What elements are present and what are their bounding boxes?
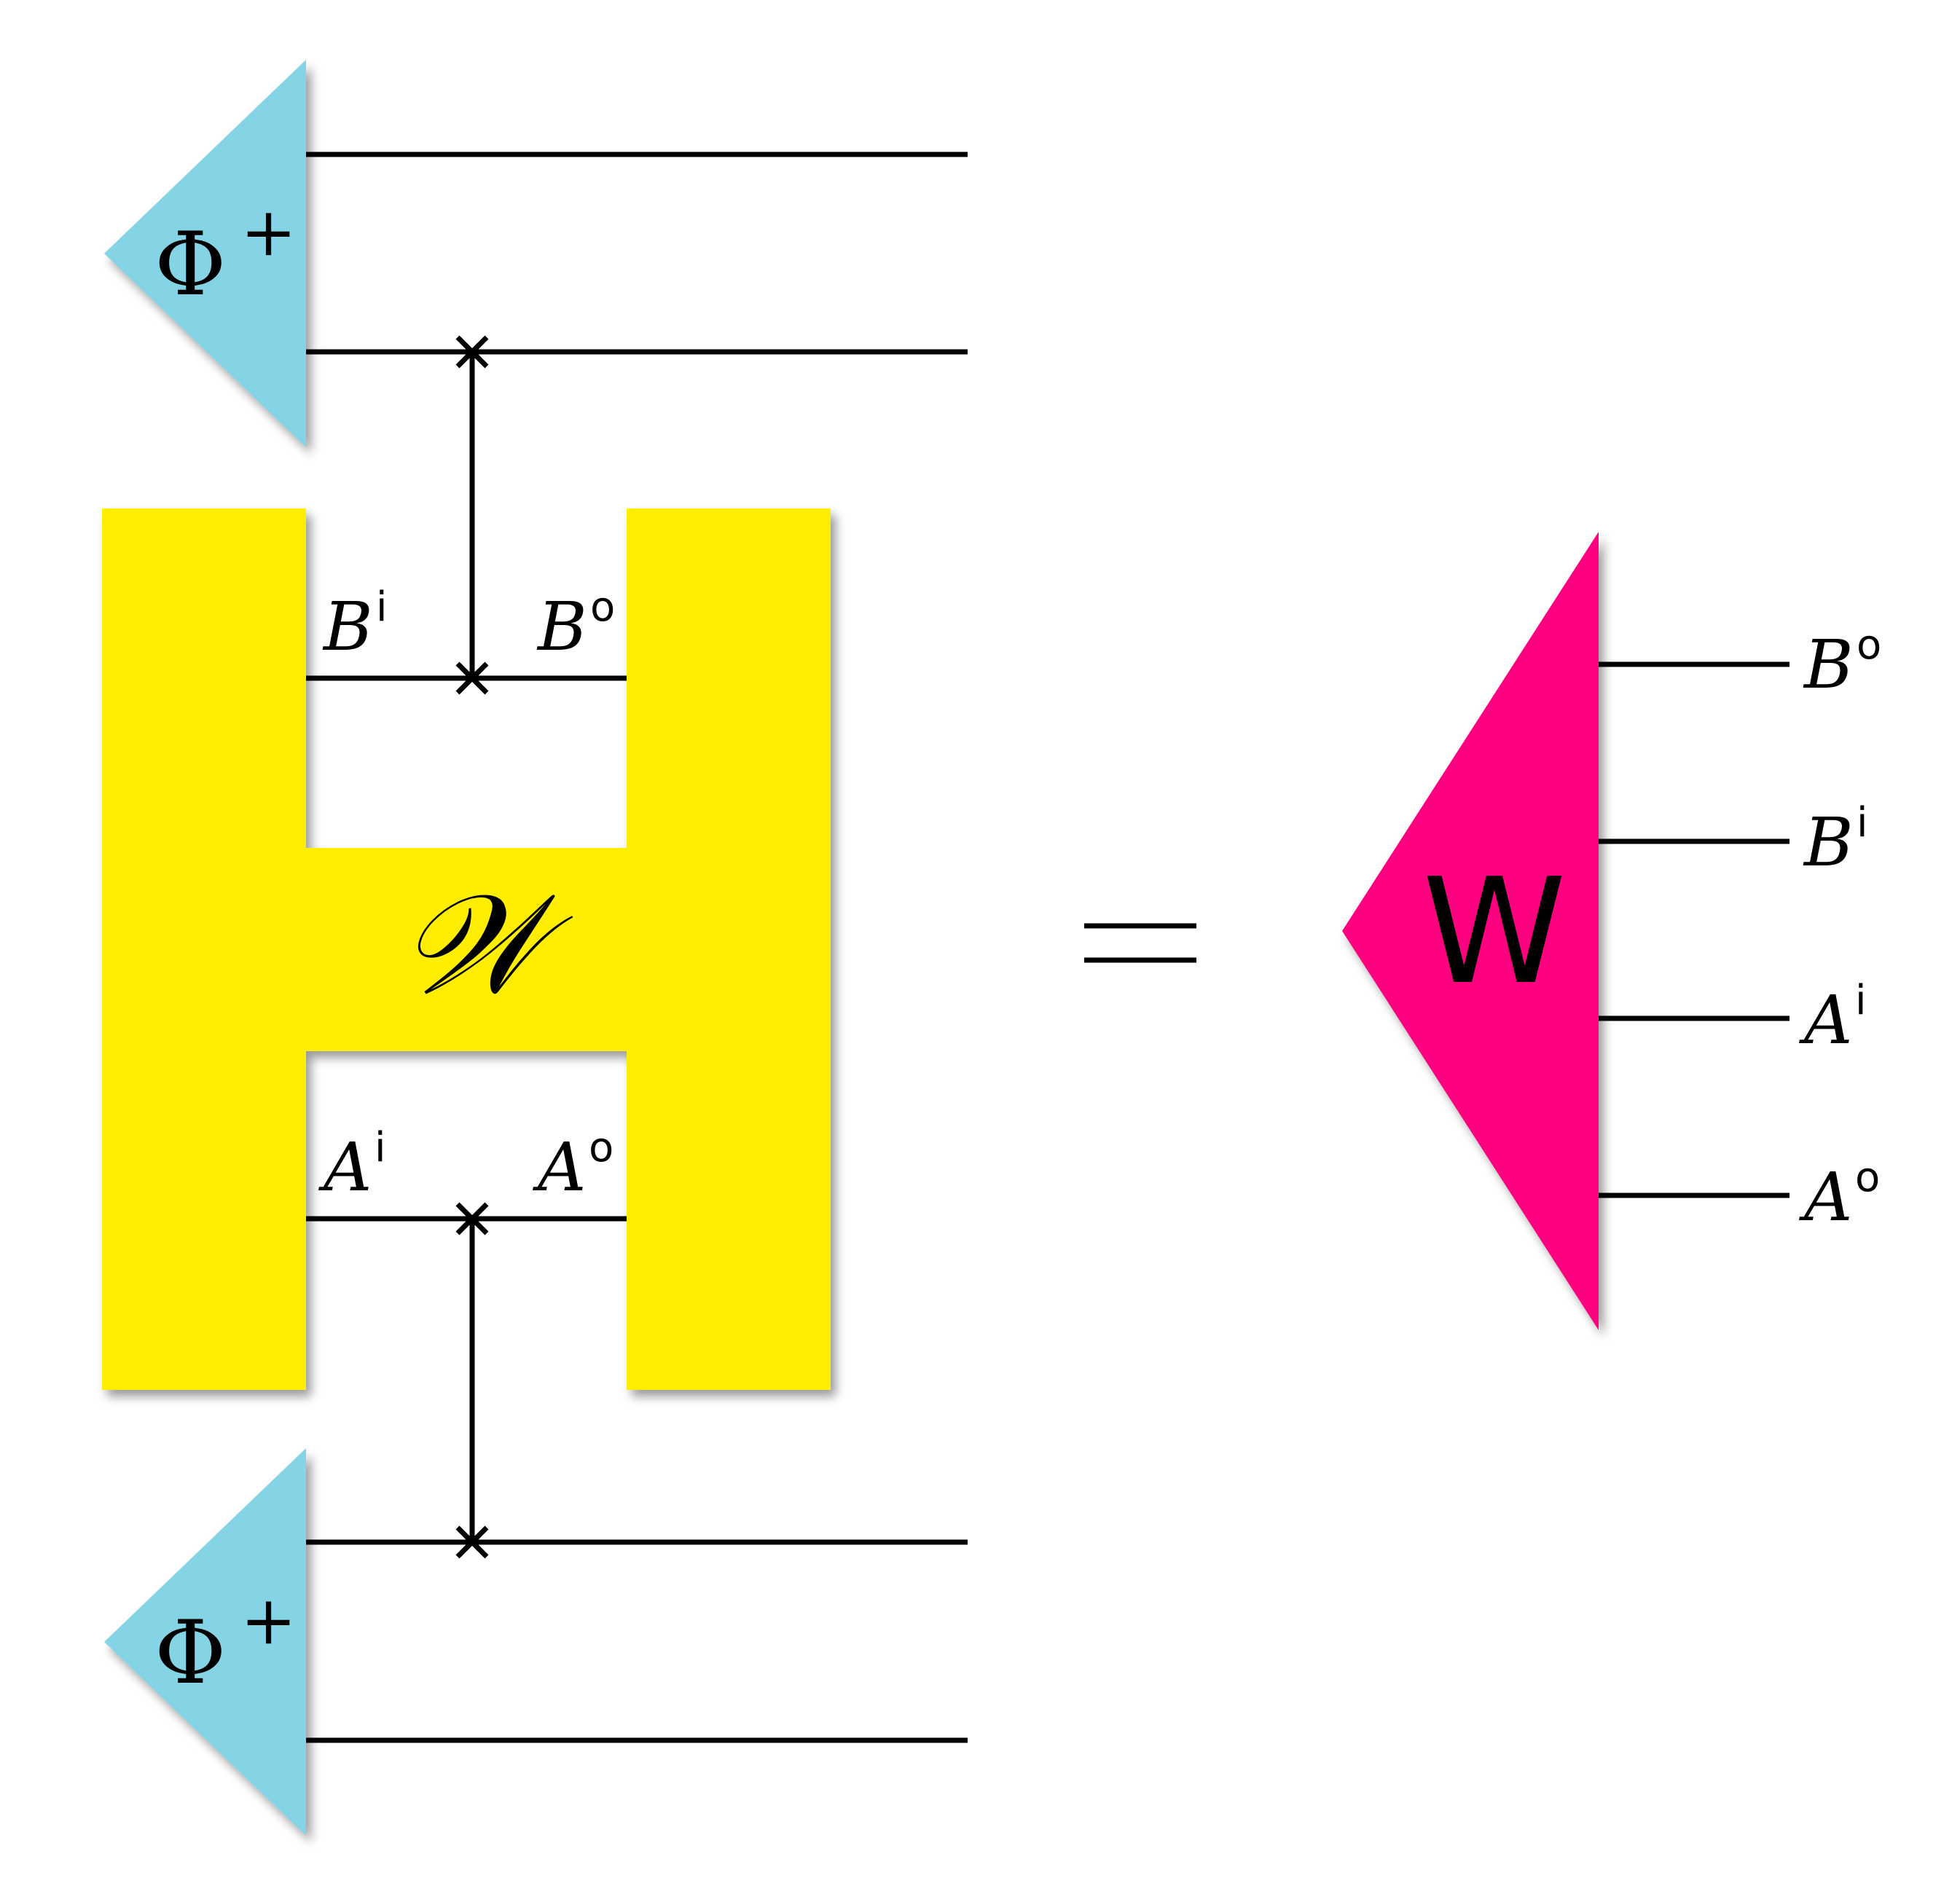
svg-text:i: i: [376, 583, 388, 631]
b-in-label: B i: [322, 583, 388, 666]
bottom-phi-state: Φ +: [104, 1448, 306, 1836]
svg-text:o: o: [589, 1124, 614, 1171]
lower-swap-gate: [455, 1202, 489, 1559]
channel-w-box: [102, 508, 831, 1390]
svg-text:B: B: [536, 588, 587, 666]
top-phi-state: Φ +: [104, 60, 306, 447]
a-in-label: A i: [318, 1124, 386, 1206]
a-out-label: A o: [532, 1124, 614, 1206]
bottom-phi-triangle: [104, 1448, 306, 1836]
bottom-phi-symbol: Φ: [154, 1603, 226, 1704]
result-port-label-1: B o: [1803, 621, 1881, 704]
result-port-label-4: A o: [1798, 1154, 1880, 1236]
channel-w-shape: [102, 508, 831, 1390]
svg-text:B: B: [1803, 626, 1854, 704]
svg-text:i: i: [375, 1124, 386, 1171]
svg-text:B: B: [322, 588, 373, 666]
svg-text:o: o: [590, 583, 615, 631]
svg-text:A: A: [1798, 981, 1852, 1059]
top-phi-symbol: Φ: [154, 214, 226, 315]
result-w-symbol: W: [1422, 847, 1567, 1017]
svg-text:o: o: [1855, 1154, 1880, 1201]
equals-sign: [1084, 923, 1196, 963]
top-phi-superscript: +: [240, 193, 297, 271]
svg-text:i: i: [1855, 977, 1867, 1024]
svg-text:A: A: [1798, 1158, 1852, 1236]
top-phi-triangle: [104, 60, 306, 447]
b-out-label: B o: [536, 583, 615, 666]
svg-text:i: i: [1857, 799, 1868, 846]
result-port-label-3: A i: [1798, 977, 1867, 1059]
result-w-triangle: [1342, 532, 1599, 1330]
svg-text:o: o: [1857, 621, 1881, 669]
upper-swap-gate: [455, 335, 489, 695]
svg-text:A: A: [318, 1128, 372, 1206]
result-port-label-2: B i: [1803, 799, 1868, 881]
bottom-phi-superscript: +: [240, 1581, 297, 1659]
result-w-state: W: [1342, 532, 1599, 1330]
svg-text:A: A: [532, 1128, 586, 1206]
svg-text:B: B: [1803, 803, 1854, 881]
